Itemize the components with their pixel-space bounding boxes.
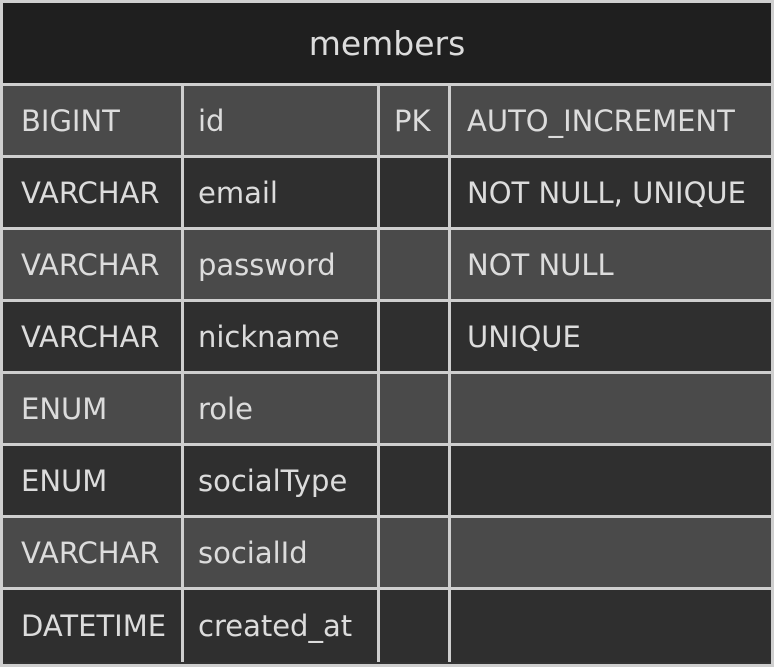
attribute-comment: AUTO_INCREMENT <box>467 103 735 138</box>
attribute-name: password <box>184 230 380 299</box>
attribute-comment <box>451 518 771 587</box>
attribute-row: VARCHAR password NOT NULL <box>3 230 771 302</box>
attribute-type: ENUM <box>3 446 184 515</box>
attribute-type: ENUM <box>3 374 184 443</box>
attribute-row: BIGINT id PK AUTO_INCREMENT <box>3 86 771 158</box>
attribute-key <box>380 230 451 299</box>
attribute-type: VARCHAR <box>3 158 184 227</box>
attribute-key: PK <box>380 86 451 155</box>
attribute-key <box>380 158 451 227</box>
attribute-name: socialType <box>184 446 380 515</box>
attribute-row: VARCHAR socialId <box>3 518 771 590</box>
attribute-row: DATETIME created_at <box>3 590 771 662</box>
attribute-name: email <box>184 158 380 227</box>
attribute-name: id <box>184 86 380 155</box>
attribute-type: VARCHAR <box>3 302 184 371</box>
attribute-comment: UNIQUE <box>467 319 581 354</box>
attribute-type: VARCHAR <box>3 518 184 587</box>
attribute-key <box>380 590 451 662</box>
attribute-comment: NOT NULL <box>467 247 614 282</box>
attribute-row: ENUM role <box>3 374 771 446</box>
attribute-key <box>380 518 451 587</box>
attribute-name: socialId <box>184 518 380 587</box>
attribute-comment <box>451 374 771 443</box>
attribute-comment <box>451 590 771 662</box>
attribute-key <box>380 446 451 515</box>
attribute-type: VARCHAR <box>3 230 184 299</box>
attribute-type: BIGINT <box>3 86 184 155</box>
attribute-key <box>380 374 451 443</box>
attribute-name: created_at <box>184 590 380 662</box>
attribute-row: VARCHAR email NOT NULL, UNIQUE <box>3 158 771 230</box>
attribute-row: ENUM socialType <box>3 446 771 518</box>
attribute-row: VARCHAR nickname UNIQUE <box>3 302 771 374</box>
entity-title: members <box>3 3 771 86</box>
entity-attribute-list: BIGINT id PK AUTO_INCREMENT VARCHAR emai… <box>3 86 771 662</box>
attribute-name: nickname <box>184 302 380 371</box>
attribute-comment: NOT NULL, UNIQUE <box>467 175 746 210</box>
attribute-comment <box>451 446 771 515</box>
attribute-name: role <box>184 374 380 443</box>
attribute-key <box>380 302 451 371</box>
attribute-type: DATETIME <box>3 590 184 662</box>
